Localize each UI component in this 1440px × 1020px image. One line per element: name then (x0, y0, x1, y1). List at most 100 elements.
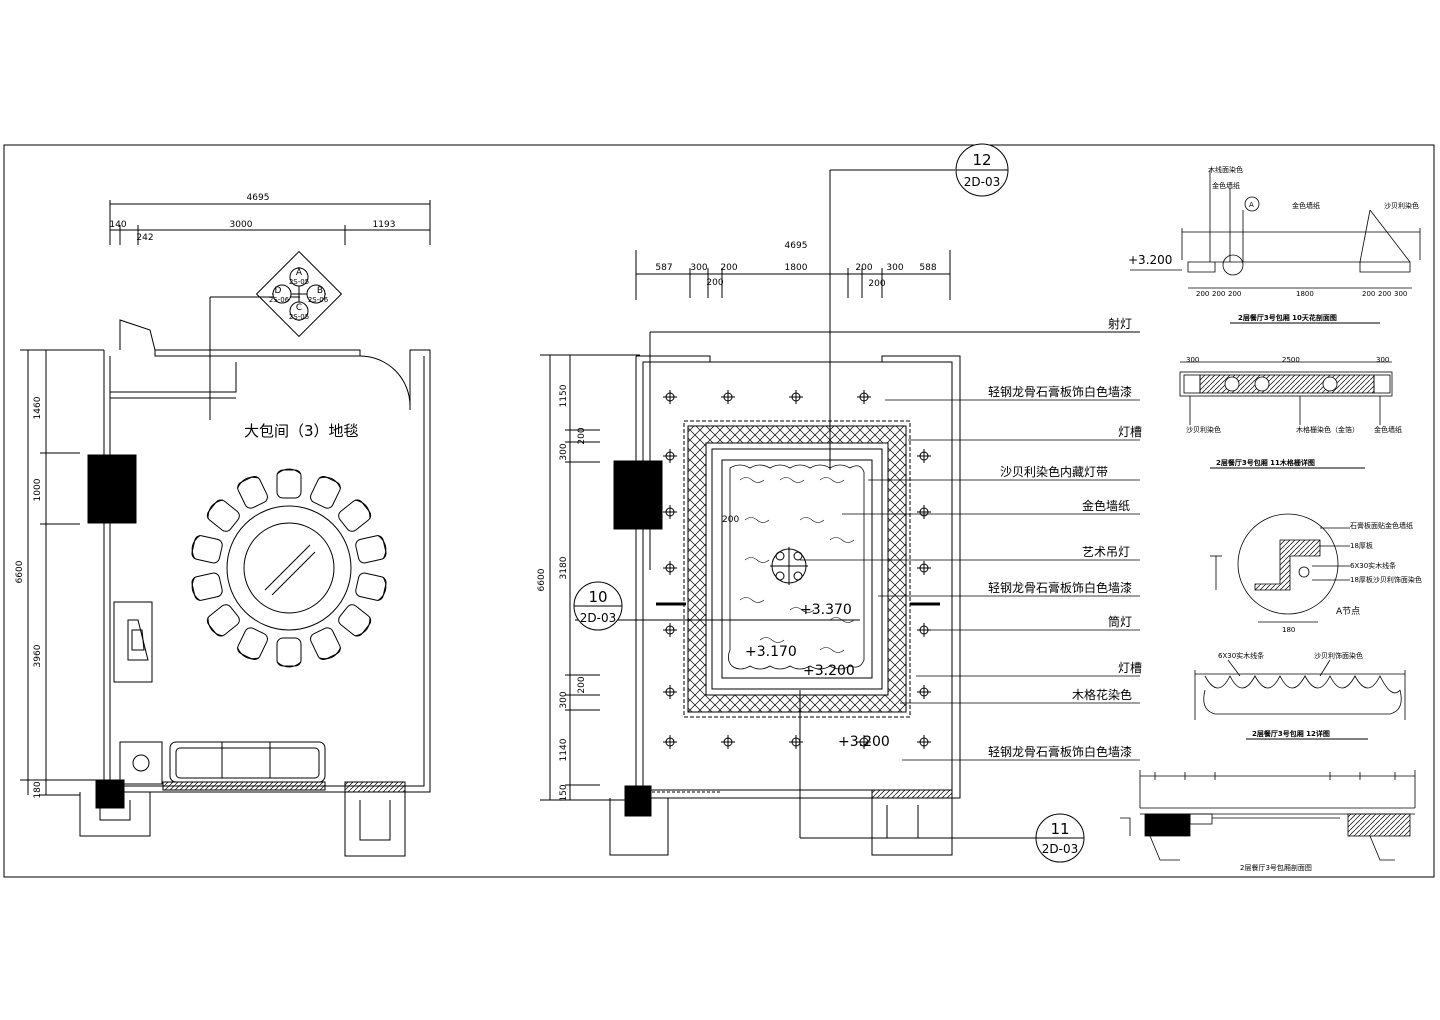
ceiling-light-icon (721, 735, 735, 749)
ceiling-light-icon (917, 685, 931, 699)
ceiling-height-6: 200 (577, 676, 587, 693)
chair (338, 499, 372, 532)
detail-section-12-text: 6X30实木线条 沙贝利饰面染色 2层餐厅3号包厢 12详图 (1218, 651, 1368, 740)
s10-marker: A (1249, 201, 1254, 209)
s10-note-3: 金色墙纸 (1292, 201, 1320, 210)
chandelier-bulb-icon (793, 551, 803, 561)
ceiling-height-2: 200 (577, 427, 587, 444)
s11-dim-3: 300 (1376, 356, 1389, 364)
s12-title: 2层餐厅3号包厢 12详图 (1252, 729, 1330, 738)
chair (236, 627, 268, 660)
s11-dim-2: 2500 (1282, 356, 1300, 364)
detail-section-12 (1194, 659, 1406, 720)
ceiling-fixtures (663, 390, 931, 749)
ceiling-width-6: 300 (886, 263, 903, 273)
label-10: 木格花染色 (1072, 687, 1132, 702)
callout-10-sheet: 2D-03 (580, 611, 616, 625)
plan-width-4: 1193 (373, 220, 396, 230)
ceiling-height-8: 150 (559, 784, 569, 801)
detail-node-a (1210, 513, 1350, 623)
callout-10: 10 2D-03 (573, 581, 623, 631)
label-8: 筒灯 (1108, 614, 1132, 629)
ceiling-height-1: 1150 (559, 384, 569, 407)
chair (310, 476, 342, 509)
detail-bottom-section (1120, 770, 1416, 861)
ceiling-overall-height: 6600 (537, 568, 547, 591)
nodea-note-1: 石膏板面贴金色墙纸 (1350, 521, 1413, 530)
s10-dim-7: 300 (1394, 290, 1407, 298)
index-b-sheet: 2S-06 (308, 296, 329, 304)
index-marker (272, 267, 326, 321)
ceiling-light-icon (663, 505, 677, 519)
ceiling-light-icon (789, 735, 803, 749)
callout-11-sheet: 2D-03 (1042, 842, 1078, 856)
detail-section-11 (1179, 361, 1393, 425)
ceiling-light-icon (857, 390, 871, 404)
plan-height-1: 1460 (33, 396, 43, 419)
nodea-note-2: 18厚板 (1350, 541, 1373, 550)
chair (206, 604, 240, 637)
level-2: +3.170 (745, 644, 797, 660)
s11-note-2: 木格栅染色（金箔） (1296, 425, 1359, 434)
s10-dim-6: 200 (1378, 290, 1391, 298)
plan-text: 4695 140 242 3000 1193 6600 1460 1000 39… (15, 193, 395, 799)
ceiling-light-icon (917, 449, 931, 463)
callout-12: 12 2D-03 (955, 143, 1009, 197)
floor-plan (20, 200, 431, 857)
index-c-label: C (296, 303, 302, 313)
plan-width-2: 242 (136, 233, 153, 243)
chandelier-bulb-icon (775, 551, 785, 561)
ceiling-plan (540, 169, 1140, 856)
index-a-sheet: 2S-05 (289, 278, 309, 286)
s10-note-1: 木线面染色 (1208, 165, 1243, 174)
label-9: 灯槽 (1118, 661, 1142, 675)
plan-width-3: 3000 (230, 220, 253, 230)
index-c-sheet: 2S-05 (289, 313, 309, 321)
level-4: +3.200 (838, 734, 890, 750)
ceiling-light-icon (789, 390, 803, 404)
label-6: 艺术吊灯 (1082, 545, 1130, 559)
chair (310, 627, 342, 660)
label-1: 射灯 (1108, 316, 1132, 331)
plan-height-3: 3960 (33, 644, 43, 667)
s11-dim-1: 300 (1186, 356, 1199, 364)
ceiling-light-icon (917, 505, 931, 519)
ceiling-light-icon (721, 390, 735, 404)
ceiling-text: 4695 587 300 200 1800 200 300 588 200 20… (537, 241, 1142, 802)
nodea-title: A节点 (1336, 606, 1360, 617)
detail-section-10-text: 木线面染色 金色墙纸 金色墙纸 沙贝利染色 A +3.200 200 200 2… (1128, 165, 1419, 324)
ceiling-width-1: 587 (655, 263, 672, 273)
ceiling-width-2: 300 (690, 263, 707, 273)
nodea-note-4: 18厚板沙贝利饰面染色 (1350, 575, 1422, 584)
ceiling-height-7: 1140 (559, 738, 569, 761)
callout-11: 11 2D-03 (1035, 813, 1085, 863)
chandelier-bulb-icon (793, 571, 803, 581)
label-2: 轻钢龙骨石膏板饰白色墙漆 (988, 384, 1132, 399)
ceiling-width-3: 200 (720, 263, 737, 273)
level-3: +3.200 (803, 663, 855, 679)
ceiling-light-icon (663, 685, 677, 699)
ceiling-leaders (800, 399, 1140, 761)
label-3: 灯槽 (1118, 425, 1142, 439)
s11-title: 2层餐厅3号包厢 11木格栅详图 (1216, 458, 1315, 467)
ceiling-width-5: 200 (855, 263, 872, 273)
index-a-label: A (296, 268, 303, 278)
s10-note-2: 金色墙纸 (1212, 181, 1240, 190)
ceiling-light-icon (917, 735, 931, 749)
chair (276, 637, 302, 668)
ceiling-light-icon (663, 623, 677, 637)
ceiling-height-3: 300 (559, 443, 569, 460)
index-b-label: B (317, 286, 323, 296)
ceiling-sub-width-1: 200 (706, 278, 723, 288)
chair (191, 572, 223, 602)
callout-10-num: 10 (588, 588, 607, 606)
ceiling-light-icon (917, 561, 931, 575)
s12-note-1: 6X30实木线条 (1218, 651, 1264, 660)
ceiling-width-4: 1800 (785, 263, 808, 273)
detail-section-10 (1130, 170, 1421, 289)
plan-title: 大包间（3）地毯 (244, 422, 359, 440)
detail-node-a-text: 石膏板面贴金色墙纸 18厚板 6X30实木线条 18厚板沙贝利饰面染色 180 … (1282, 521, 1422, 634)
s11-note-1: 沙贝利染色 (1186, 425, 1221, 434)
chair (355, 534, 387, 564)
